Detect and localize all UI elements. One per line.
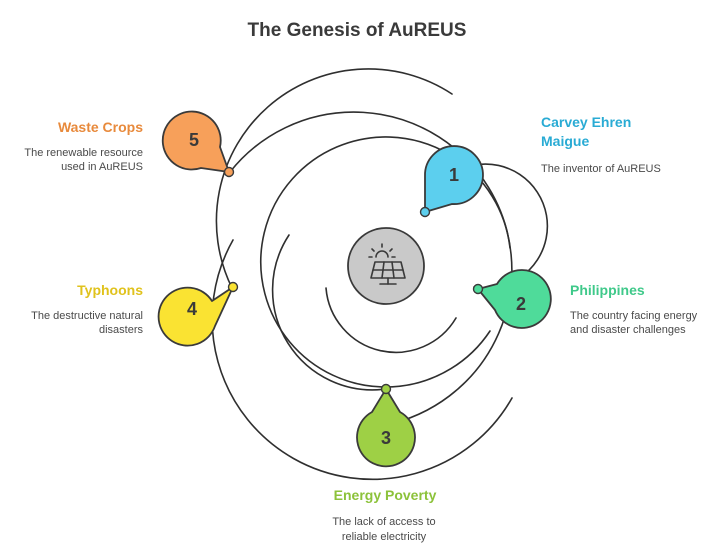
node-4-label: Typhoons: [77, 282, 143, 298]
center-node: [347, 227, 425, 305]
solar-panel-icon: [368, 243, 406, 285]
node-5-marker: [161, 110, 230, 173]
node-3-number: 3: [381, 428, 391, 448]
node-2-description-line-1: The country facing energy: [570, 310, 698, 322]
node-1-label-line-1: Carvey Ehren: [541, 114, 631, 130]
node-1-dot: [419, 206, 431, 218]
node-1-label-line-2: Maigue: [541, 133, 589, 149]
node-5: 5 Waste Crops The renewable resource use…: [24, 110, 235, 178]
node-2-dot: [472, 283, 484, 295]
orbit-ring-6: [215, 68, 453, 289]
node-5-dot: [223, 166, 235, 178]
center-circle: [347, 227, 425, 305]
node-2: 2 Philippines The country facing energy …: [472, 269, 698, 336]
node-2-number: 2: [516, 294, 526, 314]
node-4-dot: [227, 281, 239, 293]
node-1: 1 Carvey Ehren Maigue The inventor of Au…: [419, 114, 661, 218]
node-3-description-line-2: reliable electricity: [342, 531, 427, 543]
node-3-description-line-1: The lack of access to: [332, 516, 435, 528]
node-4-description-line-2: disasters: [99, 324, 144, 336]
orbit-ring-5: [271, 234, 387, 391]
node-3-label: Energy Poverty: [334, 487, 437, 503]
node-3-dot: [380, 383, 392, 395]
node-1-marker: [424, 145, 484, 213]
orbit-ring-3: [229, 111, 513, 426]
node-2-marker: [477, 269, 552, 329]
node-2-label: Philippines: [570, 282, 645, 298]
node-5-label: Waste Crops: [58, 119, 143, 135]
node-4: 4 Typhoons The destructive natural disas…: [31, 281, 239, 347]
node-4-number: 4: [187, 299, 197, 319]
node-3: 3 Energy Poverty The lack of access to r…: [332, 383, 437, 543]
node-5-description-line-1: The renewable resource: [24, 147, 143, 159]
node-4-marker: [157, 286, 234, 347]
node-1-number: 1: [449, 165, 459, 185]
node-4-description-line-1: The destructive natural: [31, 310, 143, 322]
orbit-ring-7: [325, 287, 457, 354]
diagram-title: The Genesis of AuREUS: [248, 20, 467, 41]
node-2-description-line-2: and disaster challenges: [570, 324, 686, 336]
node-1-description: The inventor of AuREUS: [541, 163, 661, 175]
node-5-description-line-2: used in AuREUS: [61, 161, 143, 173]
node-5-number: 5: [189, 130, 199, 150]
node-3-marker: [356, 388, 416, 468]
